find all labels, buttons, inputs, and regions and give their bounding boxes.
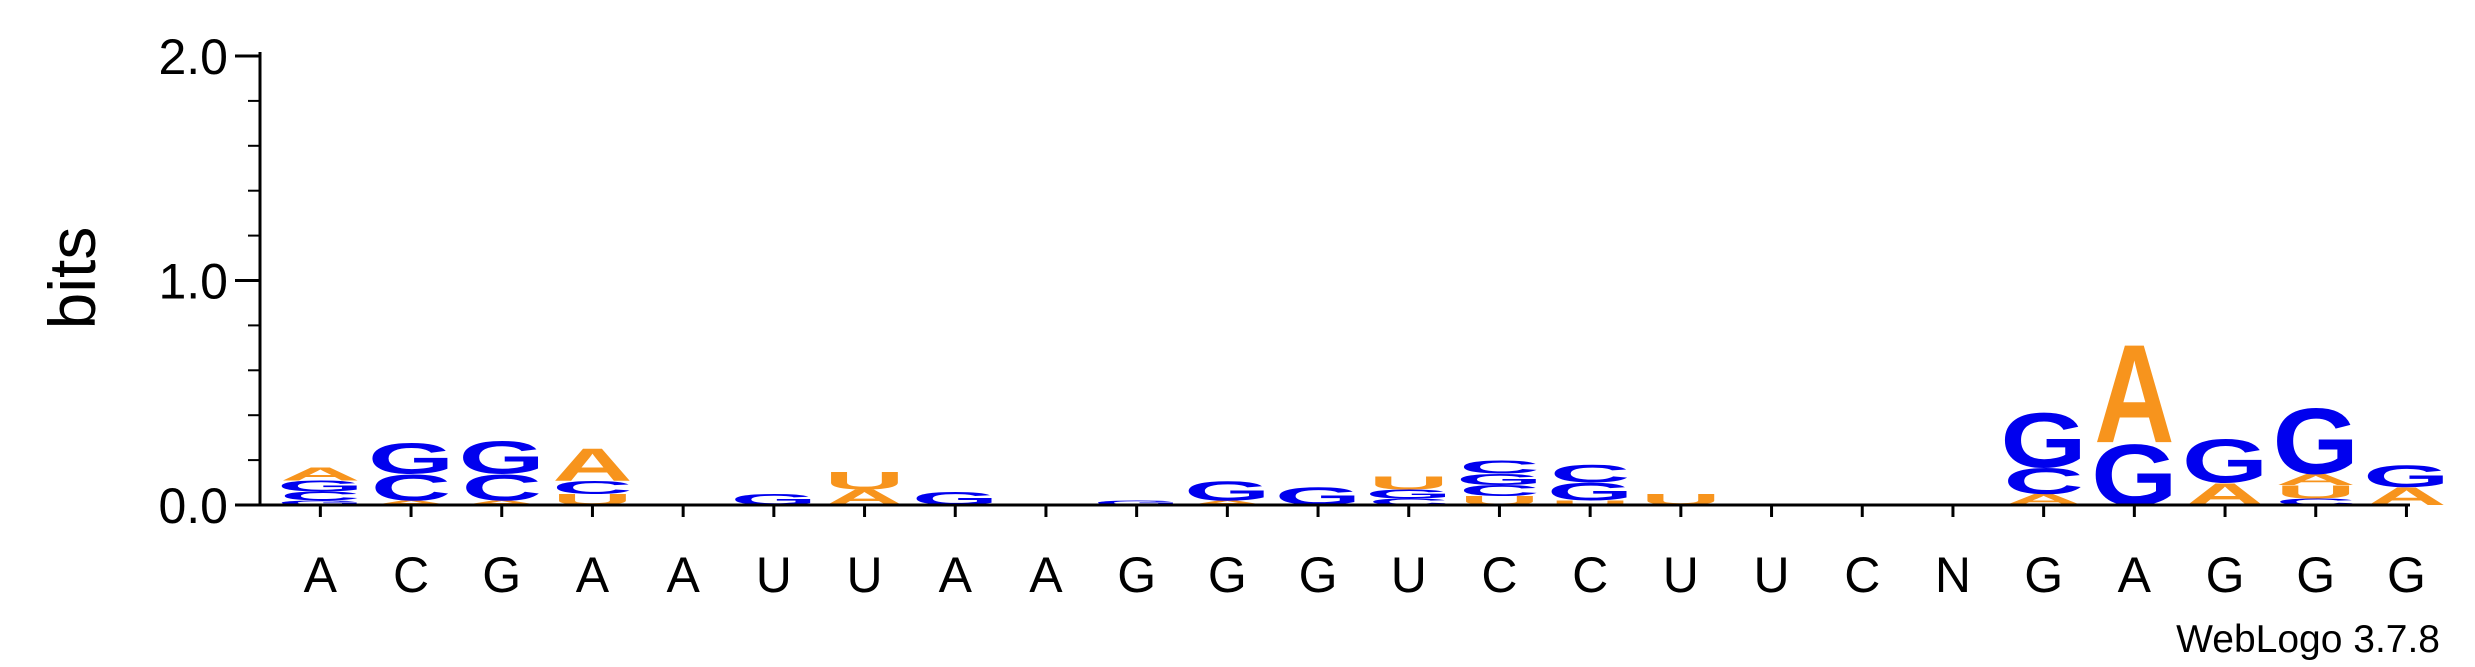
logo-letter-C: C xyxy=(280,489,360,503)
logo-letter-A: A xyxy=(2276,471,2356,488)
x-tick-label: U xyxy=(1753,547,1789,603)
logo-letter-G: G xyxy=(2182,426,2268,496)
y-tick-label: 0.0 xyxy=(158,478,228,534)
x-tick-label: A xyxy=(576,547,610,603)
logo-letter-G: G xyxy=(1366,487,1452,501)
logo-letter-A: A xyxy=(1187,499,1267,506)
logo-letter-C: C xyxy=(1550,460,1630,488)
x-tick-label: G xyxy=(2387,547,2426,603)
logo-letter-G: G xyxy=(368,434,454,483)
x-tick-label: G xyxy=(1117,547,1156,603)
x-tick-label: C xyxy=(1844,547,1880,603)
logo-letter-U: U xyxy=(2276,481,2356,502)
credit-label: WebLogo 3.7.8 xyxy=(2176,618,2440,661)
y-tick-label: 2.0 xyxy=(158,29,228,85)
logo-letter-G: G xyxy=(2000,397,2086,484)
logo-letter-G: G xyxy=(1184,476,1270,507)
x-tick-label: A xyxy=(939,547,973,603)
x-tick-label: G xyxy=(1299,547,1338,603)
logo-letter-C: C xyxy=(1459,482,1539,499)
logo-letter-G: G xyxy=(1547,478,1633,506)
logo-letter-C: C xyxy=(1369,497,1449,507)
x-tick-label: N xyxy=(1935,547,1971,603)
axes xyxy=(258,52,2410,507)
x-tick-label: A xyxy=(304,547,338,603)
logo-letter-C: C xyxy=(371,467,451,509)
logo-letter-U: U xyxy=(824,467,904,495)
logo-letter-G: G xyxy=(277,477,363,494)
x-tick-label: C xyxy=(1572,547,1608,603)
logo-letter-G: G xyxy=(459,432,545,484)
x-tick-label: G xyxy=(1208,547,1247,603)
logo-letter-A: A xyxy=(462,499,542,506)
x-tick-label: C xyxy=(393,547,429,603)
x-tick-label: A xyxy=(1029,547,1063,603)
logo-letter-C: C xyxy=(2276,497,2356,507)
x-tick-label: G xyxy=(482,547,521,603)
logo-letter-G: G xyxy=(1456,471,1542,488)
y-tick-label: 1.0 xyxy=(158,254,228,310)
x-tick-label: U xyxy=(1663,547,1699,603)
logo-letter-A: A xyxy=(552,439,632,491)
x-tick-label: U xyxy=(756,547,792,603)
logo-letter-A: A xyxy=(280,463,360,484)
x-tick-label: A xyxy=(2118,547,2152,603)
logo-letter-U: U xyxy=(1369,472,1449,493)
logo-letter-C: C xyxy=(2004,460,2084,502)
logo-letter-G: G xyxy=(2363,459,2449,494)
x-tick-label: U xyxy=(846,547,882,603)
x-tick-label: A xyxy=(666,547,700,603)
logo-letter-A: A xyxy=(371,499,451,506)
x-tick-label: C xyxy=(1481,547,1517,603)
x-tick-label: G xyxy=(2296,547,2335,603)
logo-letter-C: C xyxy=(1459,457,1539,478)
y-axis-label: bits xyxy=(35,227,109,330)
logo-letter-U: U xyxy=(1550,499,1630,506)
logo-letter-C: C xyxy=(462,467,542,509)
x-tick-label: U xyxy=(1391,547,1427,603)
x-tick-label: G xyxy=(2206,547,2245,603)
logo-letter-A: A xyxy=(2094,315,2174,472)
y-ticks: 0.0 1.0 2.0 xyxy=(158,29,260,534)
x-tick-label: G xyxy=(2024,547,2063,603)
logo-letter-C: C xyxy=(552,477,632,498)
logo-letter-G: G xyxy=(1093,499,1179,506)
logo-letter-G: G xyxy=(277,499,363,506)
logo-letter-G: G xyxy=(2273,389,2359,494)
